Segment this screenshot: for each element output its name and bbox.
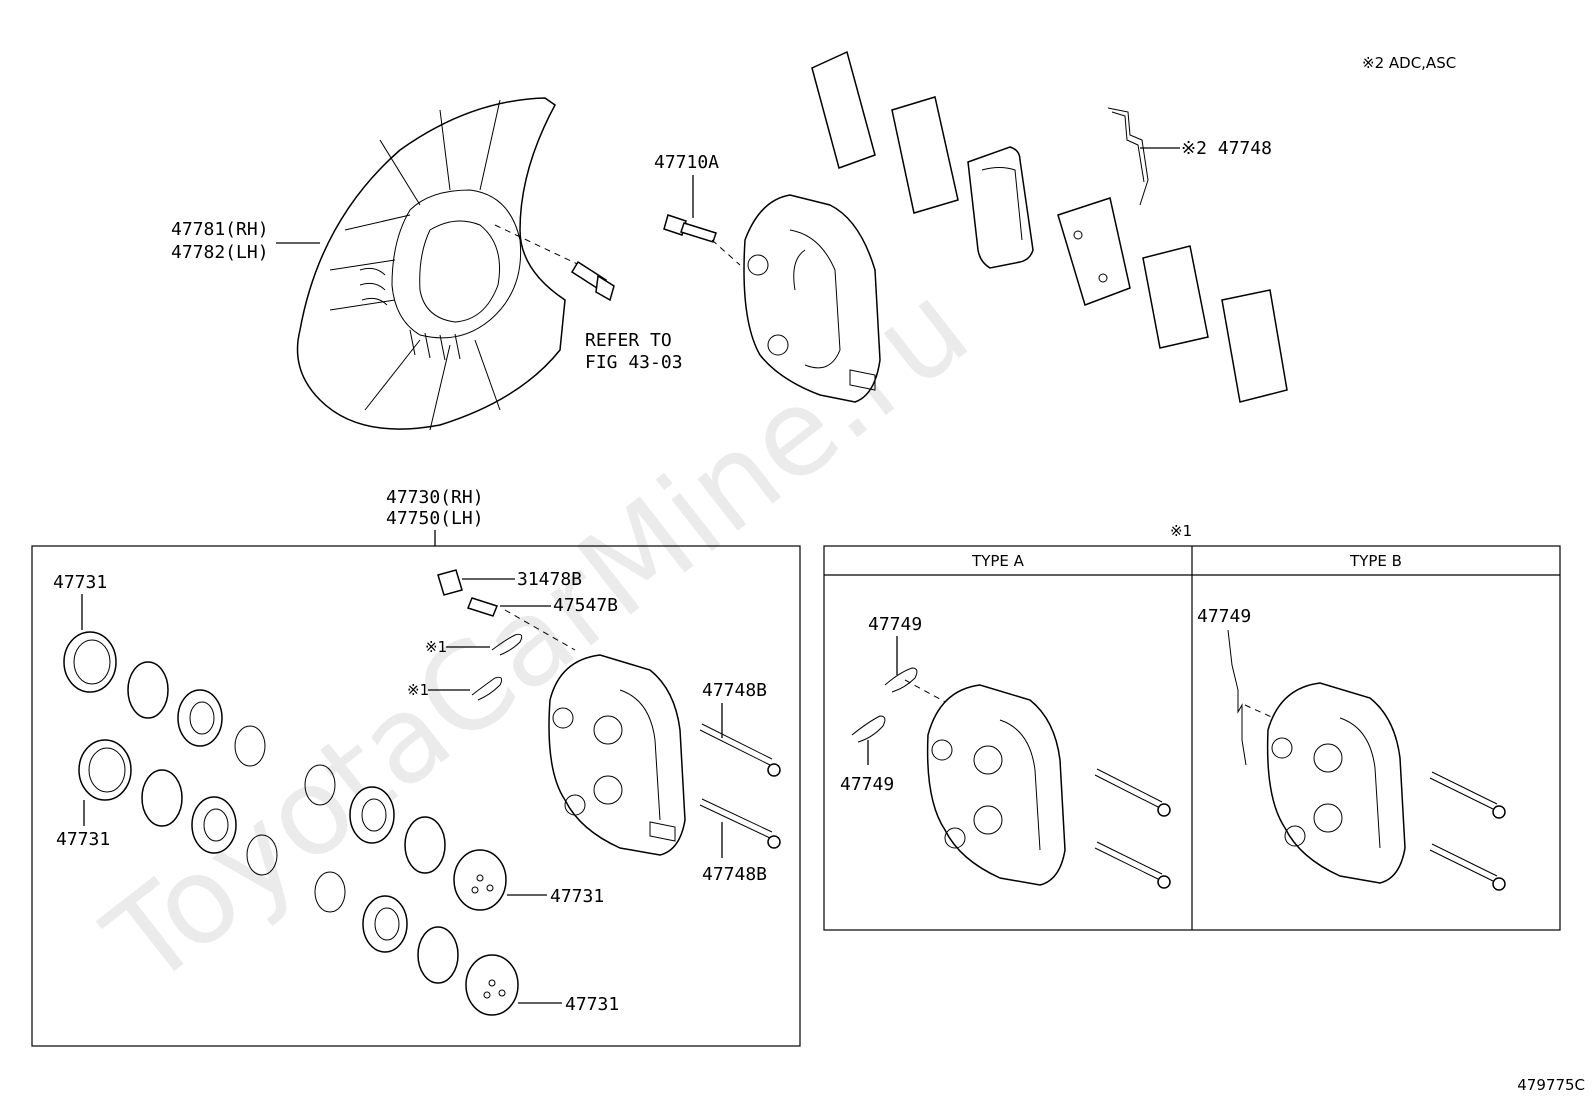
hub-bolt-drawing (570, 260, 615, 302)
type-header-note: ※1 (1170, 522, 1192, 540)
label-piston-a: 47731 (53, 572, 107, 593)
spring-a1-drawing (884, 667, 918, 693)
type-a-pins-drawing (1094, 768, 1171, 889)
label-piston-c: 47731 (550, 886, 604, 907)
spring-b-drawing (1227, 629, 1247, 766)
label-pin-a: 47748B (702, 680, 767, 701)
label-caliper-lh: 47750(LH) (386, 508, 484, 529)
type-a-caliper-drawing (926, 684, 1066, 886)
note1-a: ※1 (425, 638, 447, 656)
label-bleeder-cap: 31478B (517, 569, 582, 590)
dash-bolt-caliper (711, 239, 741, 266)
pin-b-drawing (699, 798, 781, 849)
anti-squeal-clip-drawing (1107, 107, 1149, 206)
label-caliper-rh: 47730(RH) (386, 487, 484, 508)
label-dust-cover-rh: 47781(RH) (171, 219, 269, 240)
pads-and-shims-drawing (811, 50, 1288, 403)
bleeder-drawing (437, 569, 498, 617)
label-bleeder-plug: 47547B (553, 595, 618, 616)
adc-asc-note: ※2 ADC,ASC (1362, 54, 1456, 72)
label-dust-cover-lh: 47782(LH) (171, 242, 269, 263)
spring-a2-drawing (851, 715, 886, 743)
piston-kit-drawing (63, 631, 519, 1016)
type-b-caliper-drawing (1266, 682, 1406, 884)
dust-cover-drawing (296, 97, 566, 431)
figure-code: 479775C (1517, 1076, 1585, 1094)
label-spring-a2: 47749 (840, 774, 894, 795)
caliper-assembly-box (31, 545, 801, 1047)
clip-a-drawing (491, 633, 523, 656)
refer-line-2: FIG 43-03 (585, 352, 683, 373)
dash-clips (504, 609, 576, 651)
label-spring-b: 47749 (1197, 606, 1251, 627)
label-piston-d: 47731 (565, 994, 619, 1015)
label-piston-b: 47731 (56, 829, 110, 850)
pin-a-drawing (699, 723, 781, 777)
type-a-header: TYPE A (971, 552, 1025, 570)
type-b-pins-drawing (1429, 771, 1506, 891)
note1-b: ※1 (407, 681, 429, 699)
label-bolt: 47710A (654, 152, 719, 173)
caliper-bolt-drawing (663, 214, 717, 243)
refer-line-1: REFER TO (585, 330, 672, 351)
top-caliper-drawing (743, 194, 881, 403)
type-b-header: TYPE B (1349, 552, 1402, 570)
label-pin-b: 47748B (702, 864, 767, 885)
caliper-assembly-drawing (548, 654, 686, 856)
clip-b-drawing (471, 676, 503, 701)
label-spring-a1: 47749 (868, 614, 922, 635)
label-anti-squeal-clip: ※2 47748 (1181, 138, 1272, 159)
